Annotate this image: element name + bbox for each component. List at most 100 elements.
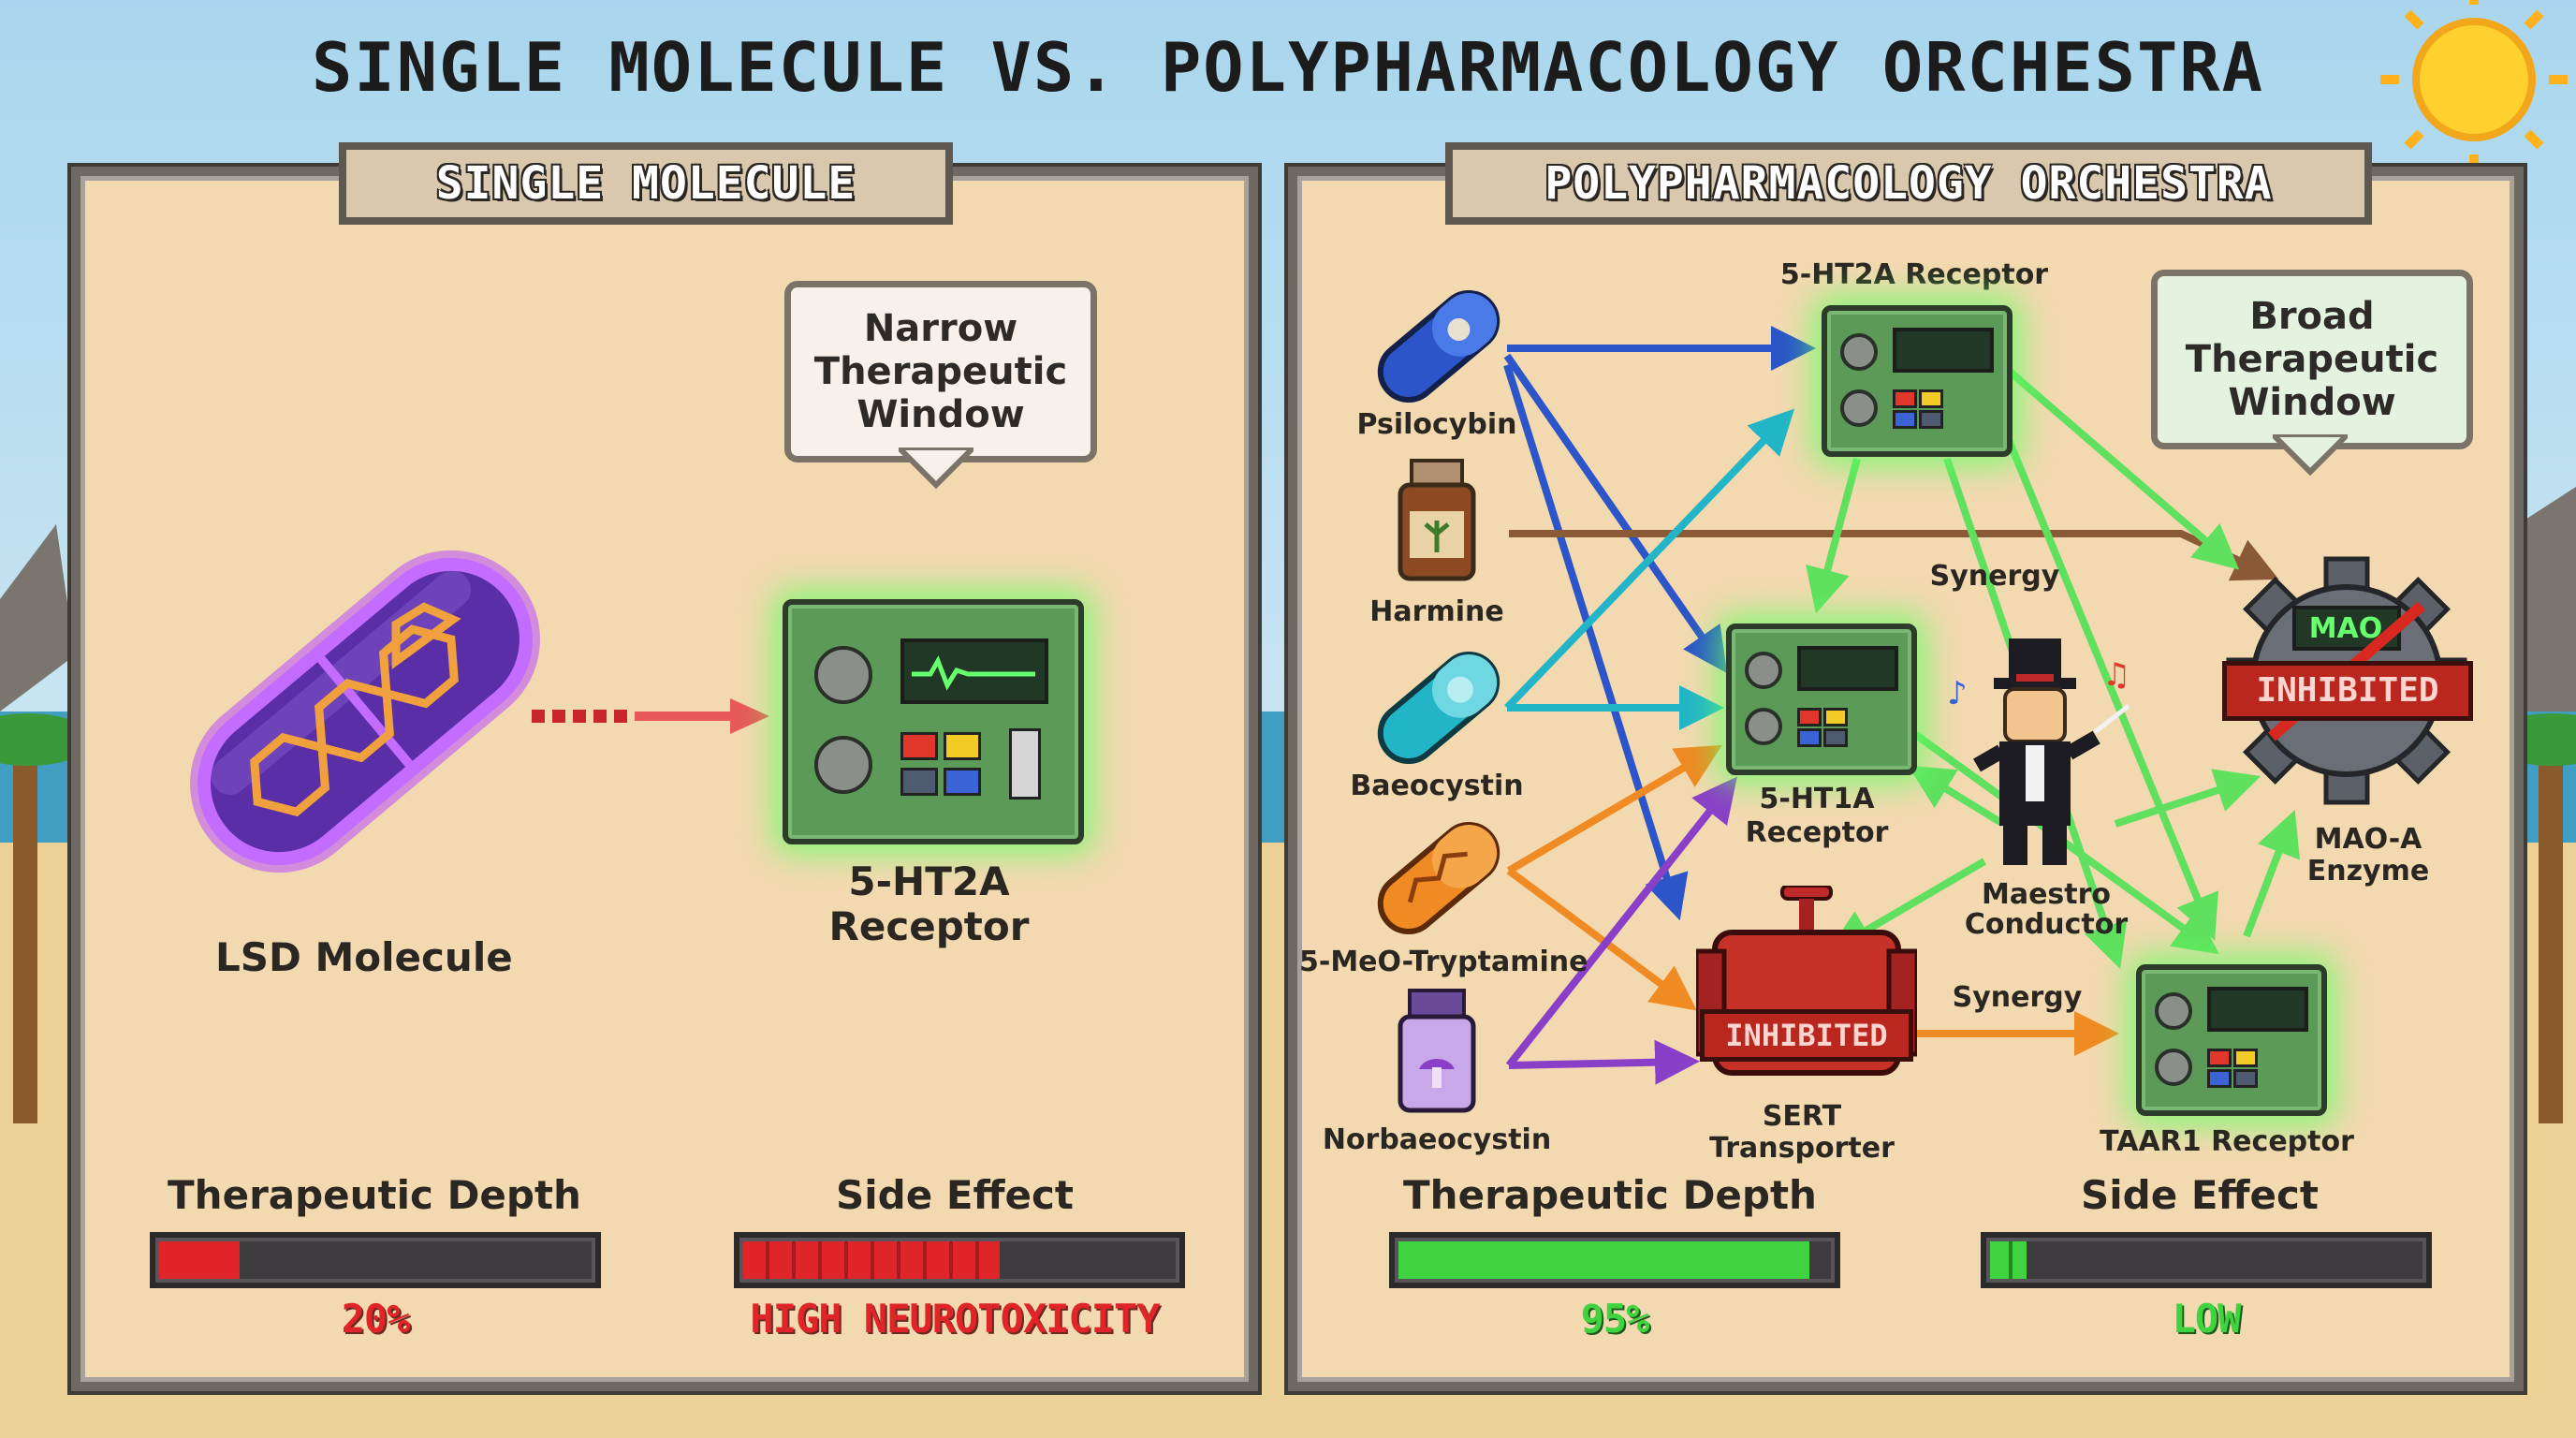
- conductor-to-ht1a-arrow: [1908, 765, 2006, 828]
- polypharmacology-tab: POLYPHARMACOLOGY ORCHESTRA: [1445, 142, 2372, 225]
- knob-icon: [1840, 333, 1878, 371]
- mao-screen-text: MAO: [2308, 612, 2383, 645]
- callout-line-3: Window: [2228, 381, 2396, 424]
- main-title: SINGLE MOLECULE VS. POLYPHARMACOLOGY ORC…: [312, 28, 2264, 107]
- callout-tail: [899, 448, 973, 490]
- single-molecule-tab: SINGLE MOLECULE: [339, 142, 953, 225]
- baeocystin-to-ht2a-arrow: [1504, 408, 1795, 711]
- left-depth-label: Therapeutic Depth: [168, 1172, 581, 1218]
- mao-inhibited-badge: INHIBITED: [2222, 661, 2473, 721]
- right-side-label: Side Effect: [2081, 1172, 2319, 1218]
- meo-tryptamine-label: 5-MeO-Tryptamine: [1299, 946, 1588, 978]
- button-icon: [1893, 410, 1917, 429]
- conductor-line-2: Conductor: [1964, 908, 2129, 941]
- callout-line-2: Therapeutic: [813, 350, 1068, 393]
- lsd-capsule-icon: [190, 550, 540, 873]
- maestro-conductor-icon: ♪ ♫: [1947, 638, 2130, 865]
- button-icon: [900, 732, 938, 760]
- sert-transporter-pipe-icon: [1696, 886, 1917, 1076]
- ht1a-receptor-label: 5-HT1A Receptor: [1719, 783, 1915, 850]
- baeocystin-capsule-icon: [1377, 652, 1500, 764]
- sert-name: SERT: [1762, 1100, 1842, 1133]
- waveform-screen-icon: [1797, 646, 1898, 691]
- left-depth-meter: [150, 1232, 601, 1288]
- button-icon: [1823, 728, 1848, 747]
- button-icon: [2207, 1049, 2232, 1067]
- left-side-meter: [734, 1232, 1185, 1288]
- callout-line-3: Window: [856, 393, 1025, 436]
- baeocystin-label: Baeocystin: [1350, 770, 1524, 802]
- psilocybin-label: Psilocybin: [1356, 408, 1517, 441]
- waveform-screen-icon: [900, 638, 1048, 704]
- ht2a-receptor-device-right: [1822, 305, 2012, 457]
- knob-icon: [2155, 992, 2192, 1030]
- taar1-mao-arrow: [2243, 810, 2300, 938]
- harmine-to-mao-arrow: [1509, 530, 2279, 581]
- mao-enzyme-label: MAO-A Enzyme: [2265, 824, 2471, 888]
- psilocybin-capsule-icon: [1377, 290, 1500, 403]
- knob-icon: [814, 646, 872, 704]
- meo-to-sert-arrow: [1506, 867, 1697, 1011]
- svg-text:♪: ♪: [1947, 675, 1968, 712]
- button-icon: [1919, 389, 1943, 408]
- right-depth-meter: [1389, 1232, 1840, 1288]
- sun-icon: [2380, 0, 2568, 173]
- right-depth-value: 95%: [1580, 1296, 1650, 1342]
- callout-line-1: Narrow: [863, 307, 1018, 350]
- norbaeocystin-to-sert-arrow: [1508, 1039, 1700, 1085]
- mao-word: Enzyme: [2306, 855, 2430, 888]
- slider-icon: [1009, 728, 1041, 800]
- left-depth-value: 20%: [341, 1296, 411, 1342]
- broad-window-callout: Broad Therapeutic Window: [2151, 270, 2473, 449]
- norbaeocystin-vial-icon: [1398, 989, 1476, 1113]
- ht2a-receptor-label-right: 5-HT2A Receptor: [1779, 258, 2049, 291]
- ht2a-to-ht1a-arrow: [1806, 457, 1861, 614]
- taar1-receptor-device: [2136, 964, 2327, 1116]
- meo-tryptamine-capsule-icon: [1377, 822, 1500, 934]
- mao-name: MAO-A: [2314, 823, 2422, 856]
- knob-icon: [1840, 389, 1878, 427]
- receptor-word: Receptor: [828, 903, 1030, 949]
- lsd-molecule-label: LSD Molecule: [215, 934, 513, 980]
- maestro-conductor-label: Maestro Conductor: [1962, 880, 2130, 940]
- left-depth-fill: [159, 1241, 240, 1279]
- button-icon: [1797, 708, 1822, 726]
- narrow-window-callout: Narrow Therapeutic Window: [784, 281, 1097, 462]
- conductor-line-1: Maestro: [1981, 878, 2112, 911]
- right-side-fill: [1990, 1241, 2027, 1279]
- ht1a-name: 5-HT1A: [1759, 783, 1875, 815]
- receptor-name: 5-HT2A: [848, 858, 1010, 904]
- ht1a-receptor-device: [1726, 624, 1917, 775]
- right-side-value: LOW: [2172, 1296, 2242, 1342]
- callout-line-1: Broad: [2249, 295, 2375, 338]
- left-side-value: HIGH NEUROTOXICITY: [750, 1296, 1160, 1342]
- sert-transporter-label: SERT Transporter: [1694, 1101, 1910, 1165]
- synergy-top-label: Synergy: [1929, 560, 2060, 593]
- sert-inhibited-badge: INHIBITED: [1700, 1009, 1913, 1062]
- norbaeocystin-label: Norbaeocystin: [1322, 1123, 1552, 1156]
- button-icon: [1823, 708, 1848, 726]
- right-depth-fill: [1398, 1241, 1809, 1279]
- lsd-to-receptor-arrow: [532, 698, 769, 734]
- right-depth-label: Therapeutic Depth: [1403, 1172, 1817, 1218]
- psilocybin-to-sert-arrow: [1503, 363, 1689, 921]
- knob-icon: [1745, 708, 1782, 745]
- taar1-receptor-label: TAAR1 Receptor: [2100, 1125, 2354, 1158]
- button-icon: [944, 768, 981, 796]
- norbaeocystin-to-ht1a-arrow: [1505, 776, 1737, 1068]
- harmine-label: Harmine: [1369, 595, 1504, 628]
- palm-trunk-left: [13, 749, 37, 1123]
- palm-leaves-left: [0, 713, 94, 766]
- knob-icon: [2155, 1049, 2192, 1086]
- ht2a-to-mao-arrow: [2006, 367, 2240, 570]
- button-icon: [1893, 389, 1917, 408]
- knob-icon: [1745, 652, 1782, 689]
- ht2a-receptor-label-left: 5-HT2A Receptor: [796, 859, 1062, 949]
- button-icon: [900, 768, 938, 796]
- button-icon: [2233, 1069, 2258, 1088]
- button-icon: [2233, 1049, 2258, 1067]
- button-icon: [2207, 1069, 2232, 1088]
- ht1a-word: Receptor: [1745, 816, 1889, 849]
- button-icon: [1797, 728, 1822, 747]
